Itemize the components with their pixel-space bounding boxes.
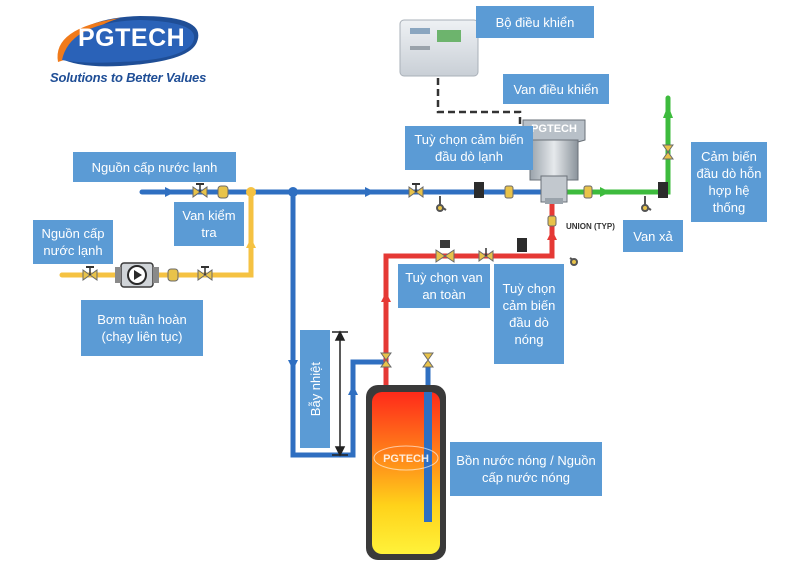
return-tee xyxy=(246,187,256,197)
sensors xyxy=(474,182,668,252)
label-water-heater: Bồn nước nóng / Nguồn cấp nước nóng xyxy=(450,442,602,496)
check-valve-fittings xyxy=(167,185,593,282)
valve-safety xyxy=(435,240,455,263)
hot-flow-arrow-1 xyxy=(381,292,391,302)
label-cold-sensor-option: Tuỳ chọn cảm biến đầu dò lạnh xyxy=(405,126,533,170)
label-mix-sensor: Cảm biến đầu dò hỗn hợp hệ thống xyxy=(691,142,767,222)
label-safety-valve-option: Tuỳ chọn van an toàn xyxy=(398,264,490,308)
valve-mixed xyxy=(662,144,674,160)
heat-trap-dimension xyxy=(332,330,348,457)
valve-return-1 xyxy=(82,266,98,281)
label-cold-supply-left: Nguồn cấp nước lạnh xyxy=(33,220,113,264)
label-cold-supply-top: Nguồn cấp nước lạnh xyxy=(73,152,236,182)
valve-logo: PGTECH xyxy=(531,123,577,135)
drain-valves xyxy=(436,196,652,266)
union-label: UNION (TYP) xyxy=(566,222,615,231)
label-heat-trap: Bẫy nhiệt xyxy=(300,330,330,448)
valve-hot-2 xyxy=(478,248,494,262)
valves xyxy=(82,144,674,368)
cold-tee xyxy=(288,187,298,197)
label-controller: Bộ điều khiển xyxy=(476,6,594,38)
valve-return-2 xyxy=(197,266,213,281)
valve-hot-right xyxy=(422,352,434,368)
mixed-flow-arrow-2 xyxy=(663,105,673,118)
valve-hot-left xyxy=(380,352,392,368)
cold-flow-arrow-1 xyxy=(165,187,175,197)
label-check-valve: Van kiểm tra xyxy=(174,202,244,246)
hot-pipe xyxy=(383,197,555,388)
control-signal-line xyxy=(436,78,522,130)
mixed-flow-arrow-1 xyxy=(600,187,610,197)
label-hot-sensor-option: Tuỳ chọn cảm biến đầu dò nóng xyxy=(494,264,564,364)
cold-flow-arrow-3 xyxy=(288,360,298,370)
controller-box xyxy=(399,19,479,77)
label-drain-valve: Van xả xyxy=(623,220,683,252)
label-control-valve: Van điều khiển xyxy=(503,74,609,104)
hot-flow-arrow-2 xyxy=(547,230,557,240)
tank-logo: PGTECH xyxy=(383,453,429,465)
water-heater-tank: PGTECH xyxy=(366,385,446,560)
valve-cold-1 xyxy=(192,183,208,198)
label-heat-trap-text: Bẫy nhiệt xyxy=(307,361,323,417)
valve-cold-2 xyxy=(408,183,424,198)
logo-brand: PGTECH xyxy=(78,24,186,52)
return-flow-arrow xyxy=(246,238,256,248)
cold-flow-arrow-4 xyxy=(348,385,358,395)
logo-swoosh xyxy=(57,16,199,67)
label-circ-pump: Bơm tuần hoàn (chạy liên tục) xyxy=(81,300,203,356)
cold-flow-arrow-2 xyxy=(365,187,375,197)
circulation-pump xyxy=(115,262,159,288)
control-valve-body xyxy=(522,119,586,204)
logo-tagline: Solutions to Better Values xyxy=(50,70,207,85)
